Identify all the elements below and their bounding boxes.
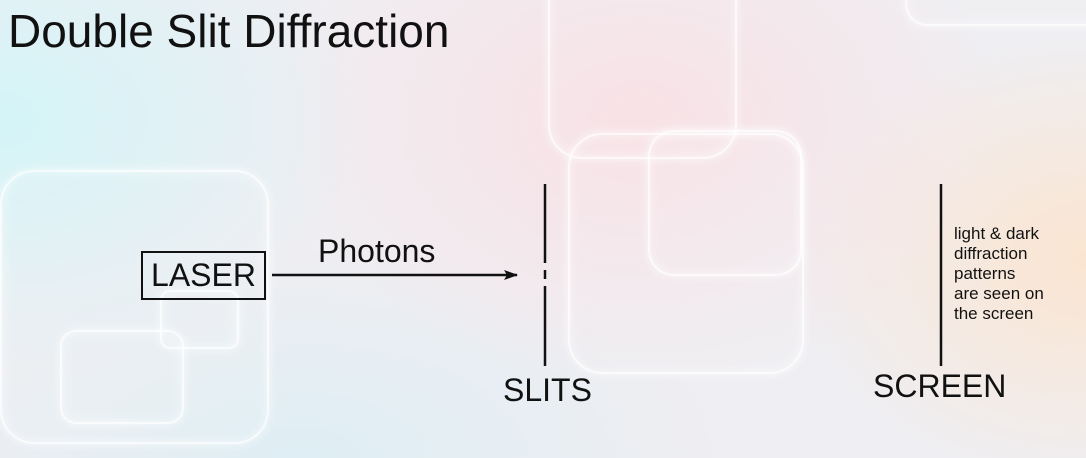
slide-title: Double Slit Diffraction <box>8 5 450 57</box>
decorative-rounded-square <box>60 330 184 424</box>
laser-label: LASER <box>151 257 256 293</box>
decorative-rounded-square <box>0 170 269 444</box>
screen-note: light & dark diffraction patterns are se… <box>954 224 1044 323</box>
decorative-rounded-square <box>548 0 737 159</box>
laser-source: LASER <box>141 251 266 300</box>
decorative-rounded-square <box>568 133 804 374</box>
screen-label: SCREEN <box>873 368 1007 404</box>
decorative-rounded-square <box>905 0 1086 26</box>
slits-label: SLITS <box>503 372 592 408</box>
photons-label: Photons <box>318 233 436 269</box>
decorative-rounded-square <box>648 130 802 276</box>
